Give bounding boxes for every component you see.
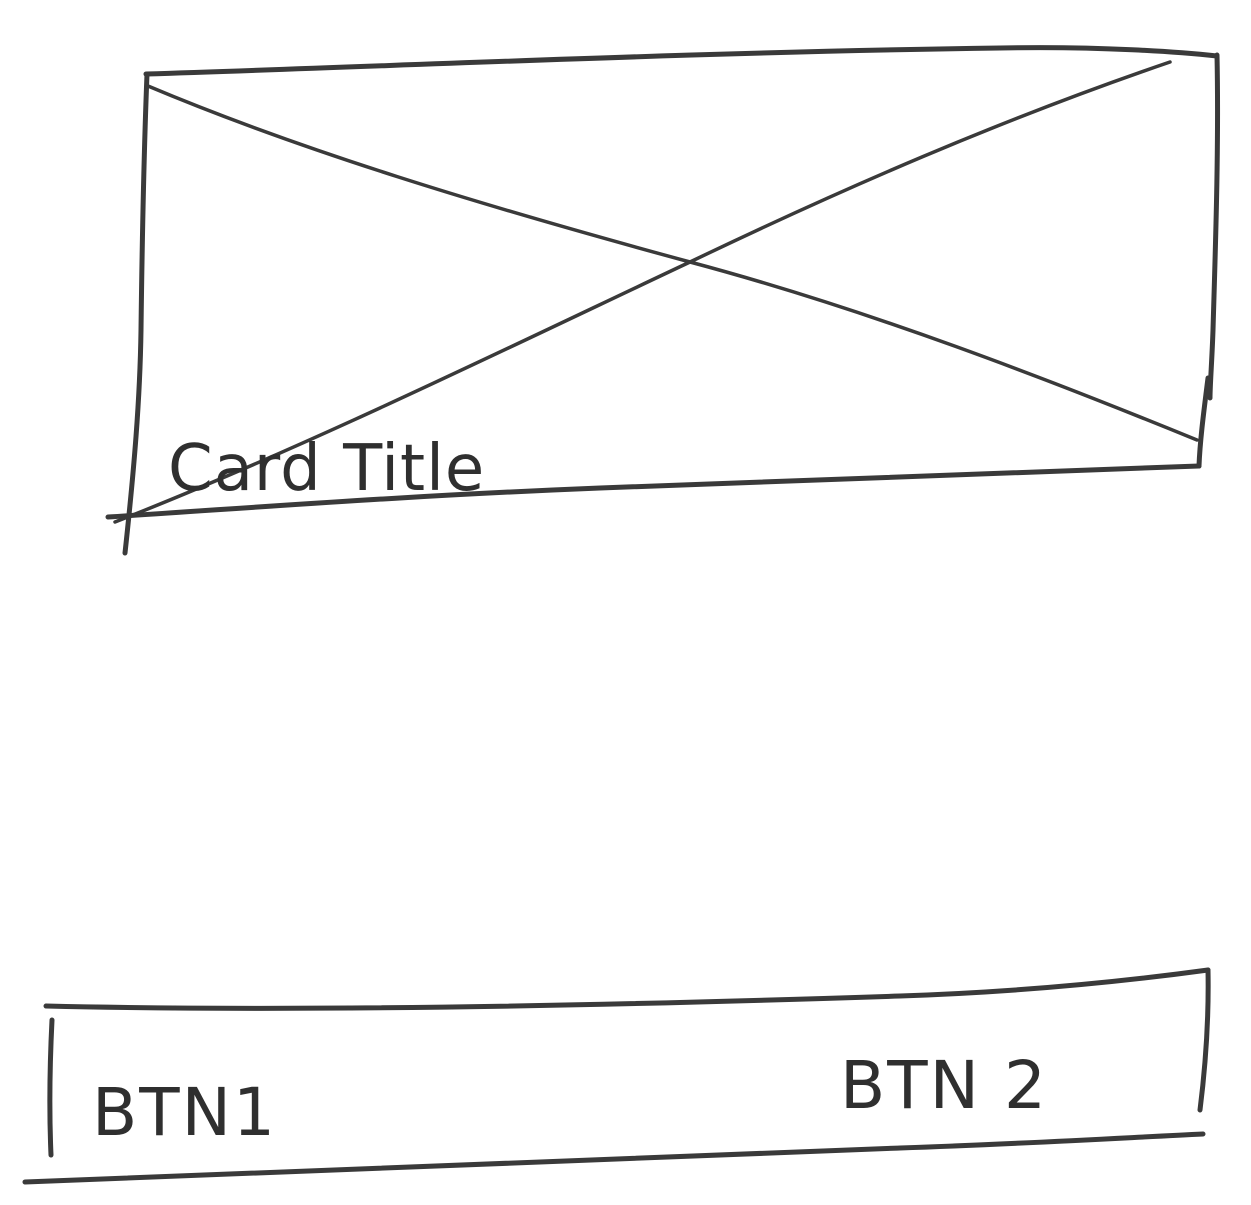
card: Card Title [105, 45, 1221, 556]
btn2-label: BTN 2 [840, 1047, 1048, 1124]
btn1-label: BTN1 [92, 1074, 277, 1151]
button-bar: BTN1 BTN 2 [22, 967, 1211, 1185]
btn1-button[interactable]: BTN1 [92, 1074, 277, 1151]
card-image-placeholder [105, 45, 1221, 556]
btn2-button[interactable]: BTN 2 [840, 1047, 1048, 1124]
card-title: Card Title [168, 432, 485, 506]
